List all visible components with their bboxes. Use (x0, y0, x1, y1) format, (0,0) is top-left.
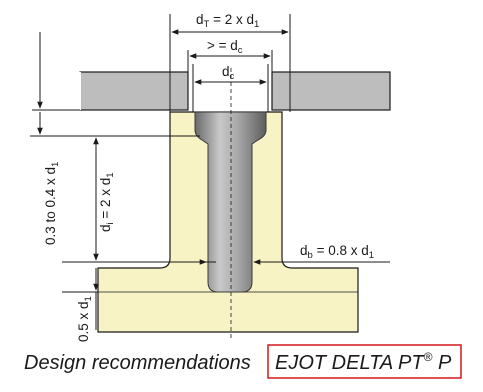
caption-text: Design recommendations (24, 352, 251, 374)
range-label: 0.3 to 0.4 x d1 (43, 162, 61, 245)
db-label: db = 0.8 x d1 (300, 243, 374, 261)
boss-label: 0.5 x d1 (76, 296, 94, 342)
svg-text:0.5 x d1: 0.5 x d1 (76, 296, 94, 342)
svg-text:di = 2 x d1: di = 2 x d1 (98, 172, 116, 232)
screw (194, 111, 267, 293)
dt-label: dT = 2 x d1 (196, 12, 259, 30)
ge-dc-label: > = dc (207, 38, 243, 56)
clamped-plate-left (79, 71, 189, 111)
product-highlight-box (267, 344, 462, 379)
product-name: EJOT DELTA PT® P (275, 350, 452, 374)
di-label: di = 2 x d1 (98, 172, 116, 232)
svg-text:0.3 to 0.4 x d1: 0.3 to 0.4 x d1 (43, 162, 61, 245)
dc-label: dc (222, 64, 235, 82)
clamped-plate-right (271, 71, 391, 111)
